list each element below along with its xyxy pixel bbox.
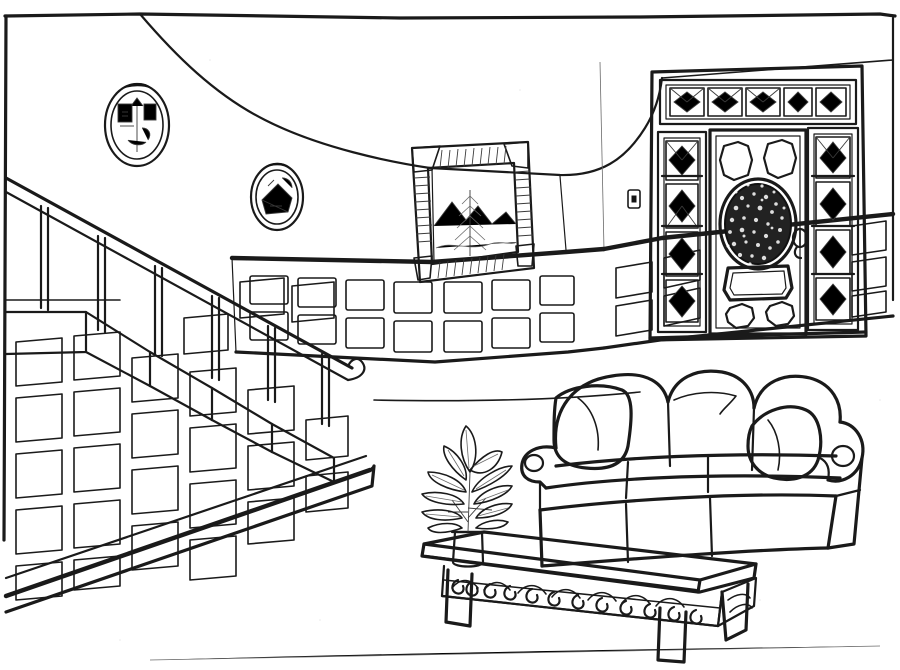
front-door-assembly[interactable] bbox=[648, 64, 868, 342]
floor-line-center bbox=[373, 391, 641, 402]
sofa-seat-back-line bbox=[554, 453, 838, 468]
stair-stringer-outer bbox=[3, 467, 373, 599]
stair-base-trim bbox=[4, 464, 376, 614]
painting-frame-ribs-left bbox=[413, 176, 433, 243]
table-leg-back-right bbox=[720, 582, 750, 642]
sofa-seat-seam-1 bbox=[624, 460, 630, 500]
sofa-back-cushion-fold bbox=[673, 391, 737, 415]
sidelight-right-bevels bbox=[815, 136, 851, 316]
plant-leaf-veins bbox=[425, 429, 509, 518]
landing-rail-panels bbox=[183, 277, 335, 355]
chair-rail-left bbox=[229, 246, 607, 265]
painting-frame-outer bbox=[410, 140, 536, 284]
painting-corner-blocks bbox=[411, 141, 535, 281]
ceiling-wall-break bbox=[138, 12, 664, 177]
sofa-arm-scroll-left bbox=[523, 453, 545, 473]
plant-stems bbox=[448, 471, 493, 533]
sofa-skirt-top bbox=[538, 493, 838, 512]
table-leg-fr-foot bbox=[656, 658, 686, 664]
door-panel-bottom-left bbox=[724, 302, 756, 330]
stringer-end bbox=[368, 464, 376, 472]
door-casing bbox=[648, 64, 868, 342]
door-panel-middle bbox=[722, 264, 794, 302]
door-panel-top-right bbox=[762, 138, 798, 180]
handrail-bottom bbox=[4, 190, 350, 382]
sofa-back-hump-left bbox=[553, 373, 670, 450]
sofa-side-panel bbox=[826, 456, 864, 550]
oval-hanger-small bbox=[265, 162, 290, 168]
door-oval-glass-texture bbox=[726, 183, 786, 266]
sofa-skirt-seam-1 bbox=[624, 502, 630, 564]
table-leg-fl-foot bbox=[444, 620, 472, 628]
door-sidelight-left bbox=[656, 130, 708, 334]
painting-frame-ribs-bottom bbox=[437, 253, 505, 279]
table-top-front-edge-inner bbox=[423, 543, 701, 581]
left-wall-edge bbox=[2, 14, 8, 542]
painting-frame-ribs-top bbox=[439, 145, 507, 169]
plant-leaves bbox=[421, 425, 513, 534]
framed-painting bbox=[410, 140, 536, 284]
painting-frame-ribs-right bbox=[514, 170, 534, 237]
wall-seam bbox=[599, 61, 605, 251]
potted-plant bbox=[421, 425, 513, 568]
door-panel-bottom-right bbox=[764, 300, 796, 328]
transom-bevel-diamonds bbox=[669, 87, 843, 113]
staircase[interactable] bbox=[3, 176, 376, 614]
sofa-pillow-left bbox=[552, 384, 633, 471]
ceiling-line bbox=[3, 12, 897, 20]
door-panel-middle-inner bbox=[729, 270, 787, 296]
wainscot-panels-center bbox=[443, 275, 575, 353]
painting-foreground bbox=[435, 241, 518, 249]
door-panel-top-left bbox=[718, 140, 754, 182]
oval-portrait-large bbox=[103, 82, 171, 168]
sofa-back-hump-center bbox=[666, 369, 756, 410]
sofa-seat-front-top bbox=[544, 474, 842, 490]
sofa-skirt-right-inner bbox=[826, 494, 838, 550]
oval-portrait-large-subject bbox=[117, 97, 157, 152]
stair-panels bbox=[15, 331, 349, 601]
sidelight-left-bevels bbox=[665, 140, 699, 318]
table-edge-shadow bbox=[424, 554, 698, 592]
table-edge-right bbox=[696, 562, 758, 594]
door-threshold bbox=[648, 330, 868, 340]
table-apron-bottom bbox=[440, 594, 720, 628]
sofa-back-hump-right bbox=[752, 374, 842, 424]
door-oval-window bbox=[718, 177, 798, 271]
room-shell bbox=[2, 12, 897, 542]
table-scroll-arcs bbox=[451, 579, 685, 608]
handrail-volute bbox=[346, 357, 366, 382]
light-switch[interactable] bbox=[627, 189, 641, 209]
oval-portrait-small bbox=[249, 162, 305, 232]
door-sidelight-right bbox=[806, 126, 860, 332]
oval-frame-inner-small bbox=[255, 169, 299, 225]
handrail-top bbox=[4, 176, 354, 370]
oval-hanger-large bbox=[123, 83, 152, 89]
coffee-table[interactable] bbox=[420, 530, 758, 664]
ceiling-corner-drop-right bbox=[559, 175, 567, 251]
sofa-skirt-seam-2 bbox=[708, 496, 714, 558]
wainscot-panels-left bbox=[249, 275, 433, 353]
door-transom bbox=[658, 78, 858, 126]
painting-artwork bbox=[433, 190, 518, 256]
sofa-side-fold bbox=[834, 488, 862, 498]
oval-frame-inner-large bbox=[110, 90, 164, 160]
balusters bbox=[39, 204, 331, 428]
plant-pot bbox=[451, 530, 485, 568]
door-knob-shank bbox=[793, 245, 803, 260]
painting-mountains bbox=[433, 201, 517, 227]
door-slab[interactable] bbox=[708, 128, 809, 336]
oval-portrait-small-subject bbox=[261, 177, 293, 215]
table-edge-front bbox=[420, 542, 702, 594]
paper-grain bbox=[119, 59, 881, 641]
transom-panes bbox=[669, 87, 847, 117]
door-knob[interactable] bbox=[791, 227, 809, 260]
sofa-arm-left bbox=[520, 445, 558, 512]
painting-tree-branches bbox=[453, 195, 487, 251]
painting-frame-inner bbox=[426, 161, 520, 266]
ceiling-corner-drop-left bbox=[431, 167, 435, 263]
wainscot-baseboard-left bbox=[234, 346, 606, 364]
